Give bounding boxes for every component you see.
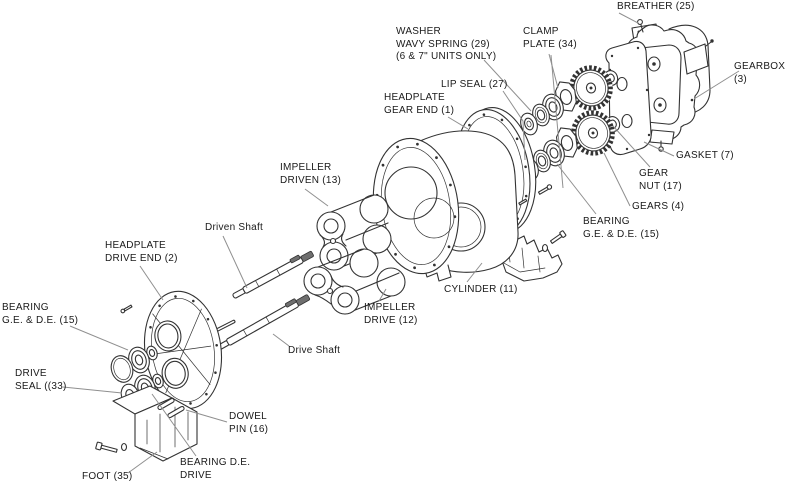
label-headplate-gear-end: HEADPLATE GEAR END (1) [384, 92, 455, 116]
foot-left-drawing [95, 385, 198, 462]
label-impeller-drive: IMPELLER DRIVE (12) [364, 302, 418, 326]
driven-shaft-drawing [232, 251, 314, 299]
drive-end-bolt-drawing [120, 304, 133, 314]
seal-stack-bottom-drawing [521, 127, 578, 181]
label-bearing-ge-de-left: BEARING G.E. & D.E. (15) [2, 302, 79, 326]
breather-bolt-drawing [637, 19, 644, 33]
seal-stack-top-drawing [520, 81, 577, 136]
label-gear-nut: GEAR NUT (17) [639, 168, 682, 192]
dowel-pins-drawing [157, 397, 185, 419]
label-drive-seal: DRIVE SEAL ((33) [15, 368, 67, 392]
headplate-drive-end-drawing [143, 290, 223, 410]
label-cylinder: CYLINDER (11) [444, 284, 518, 295]
bearing-stack-top-left-drawing [110, 345, 158, 383]
impeller-driven-drawing [316, 194, 392, 271]
drive-shaft-drawing [216, 294, 310, 351]
nameplate-flag-drawing [683, 39, 714, 75]
label-gasket: GASKET (7) [676, 150, 734, 161]
label-breather: BREATHER (25) [617, 1, 695, 12]
label-gears: GEARS (4) [632, 201, 685, 212]
label-washer: WASHER WAVY SPRING (29) (6 & 7" UNITS ON… [396, 26, 497, 62]
label-lip-seal: LIP SEAL (27) [441, 79, 508, 90]
cylinder-drawing [372, 130, 519, 282]
label-gearbox: GEARBOX (3) [734, 61, 786, 85]
label-clamp-plate: CLAMP PLATE (34) [523, 26, 577, 50]
label-impeller-driven: IMPELLER DRIVEN (13) [280, 162, 342, 186]
label-drive-shaft: Drive Shaft [288, 345, 341, 356]
label-foot: FOOT (35) [82, 471, 133, 482]
label-driven-shaft: Driven Shaft [205, 222, 264, 233]
impeller-drive-drawing [303, 248, 406, 315]
label-dowel-pin: DOWEL PIN (16) [229, 411, 269, 435]
leader-lines [62, 12, 740, 474]
label-bearing-ge-de-right: BEARING G.E. & D.E. (15) [583, 216, 660, 240]
label-headplate-drive-end: HEADPLATE DRIVE END (2) [105, 240, 178, 264]
label-bearing-de-drive: BEARING D.E. DRIVE [180, 457, 251, 481]
